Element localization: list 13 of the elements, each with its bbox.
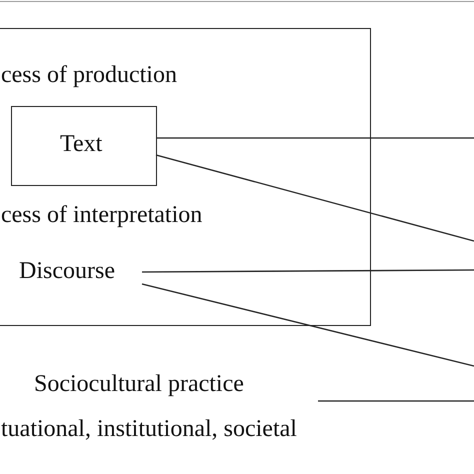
discourse-label: Discourse (19, 257, 115, 286)
text-label: Text (60, 130, 102, 159)
connector-line (142, 283, 474, 367)
connector-line (156, 154, 474, 242)
practice-label: Sociocultural practice (34, 370, 244, 399)
connector-line (156, 137, 474, 139)
process-label: cess of interpretation (1, 201, 202, 230)
connector-line (142, 269, 474, 273)
text-box (11, 106, 157, 186)
process-label: cess of production (1, 61, 177, 90)
discourse-box (0, 28, 371, 326)
connector-line (318, 400, 474, 402)
practice-scope-label: tuational, institutional, societal (1, 415, 297, 444)
